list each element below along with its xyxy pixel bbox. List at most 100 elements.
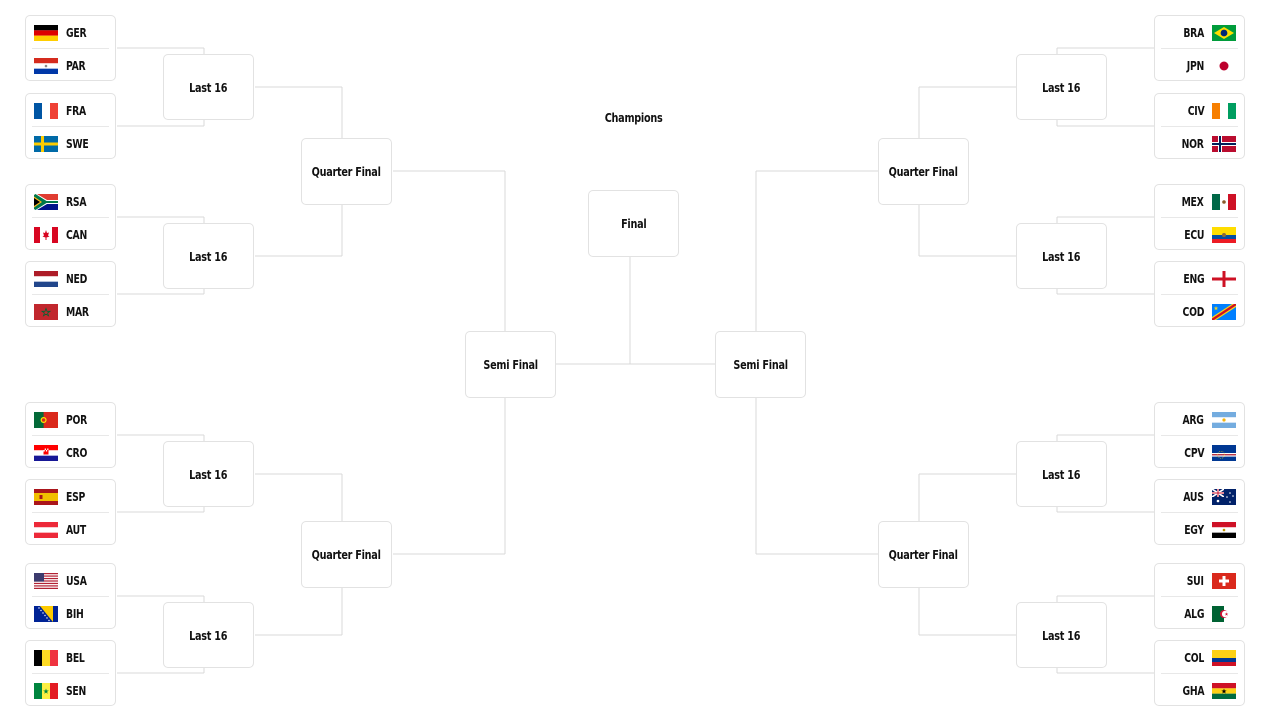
team-row[interactable]: PAR [26,49,115,82]
netherlands-flag-icon [34,270,58,287]
match-card-left-1: GER PAR [25,15,116,81]
quarter-final-right-top[interactable]: Quarter Final [878,138,969,205]
stage-label: Quarter Final [311,547,382,562]
team-row[interactable]: SUI [1155,564,1244,597]
ivory-coast-flag-icon [1212,102,1236,119]
stage-label: Quarter Final [311,164,382,179]
team-row[interactable]: CAN [26,218,115,251]
team-row[interactable]: GER [26,16,115,49]
team-row[interactable]: POR [26,403,115,436]
morocco-flag-icon [34,303,58,320]
team-row[interactable]: SEN [26,674,115,707]
team-row[interactable]: ECU [1155,218,1244,251]
team-row[interactable]: FRA [26,94,115,127]
team-divider [1161,217,1238,218]
team-row[interactable]: USA [26,564,115,597]
team-divider [32,294,109,295]
japan-flag-icon [1212,57,1236,74]
team-code: JPN [1186,58,1205,73]
team-row[interactable]: BEL [26,641,115,674]
team-divider [1161,673,1238,674]
match-card-right-6: AUS EGY [1154,479,1245,545]
team-row[interactable]: COL [1155,641,1244,674]
team-code: NOR [1181,136,1204,151]
stage-label: Semi Final [733,357,788,372]
quarter-final-left-top[interactable]: Quarter Final [301,138,392,205]
team-row[interactable]: JPN [1155,49,1244,82]
match-card-right-7: SUI ALG [1154,563,1245,629]
austria-flag-icon [34,521,58,538]
team-divider [1161,294,1238,295]
canada-flag-icon [34,226,58,243]
team-divider [1161,596,1238,597]
team-row[interactable]: MEX [1155,185,1244,218]
team-row[interactable]: BIH [26,597,115,630]
team-row[interactable]: CPV [1155,436,1244,469]
final-node[interactable]: Final [588,190,679,257]
england-flag-icon [1212,270,1236,287]
last16-left-3[interactable]: Last 16 [163,441,254,507]
australia-flag-icon [1212,488,1236,505]
match-card-left-3: RSA CAN [25,184,116,250]
team-divider [32,48,109,49]
stage-label: Last 16 [1042,627,1081,643]
team-divider [32,596,109,597]
team-row[interactable]: EGY [1155,513,1244,546]
team-row[interactable]: SWE [26,127,115,160]
team-row[interactable]: RSA [26,185,115,218]
team-row[interactable]: ALG [1155,597,1244,630]
team-code: GER [66,25,87,40]
colombia-flag-icon [1212,649,1236,666]
match-card-right-1: BRA JPN [1154,15,1245,81]
match-card-left-8: BEL SEN [25,640,116,706]
semi-final-right[interactable]: Semi Final [715,331,806,398]
team-row[interactable]: NED [26,262,115,295]
team-code: ALG [1184,606,1204,621]
team-code: BIH [66,606,84,621]
stage-label: Last 16 [189,79,228,95]
team-row[interactable]: BRA [1155,16,1244,49]
team-row[interactable]: MAR [26,295,115,328]
team-row[interactable]: CIV [1155,94,1244,127]
last16-left-4[interactable]: Last 16 [163,602,254,668]
team-code: MAR [66,304,89,319]
last16-left-1[interactable]: Last 16 [163,54,254,120]
team-code: SWE [66,136,89,151]
team-row[interactable]: ESP [26,480,115,513]
team-row[interactable]: ENG [1155,262,1244,295]
quarter-final-left-bottom[interactable]: Quarter Final [301,521,392,588]
team-code: MEX [1182,194,1204,209]
team-row[interactable]: CRO [26,436,115,469]
bosnia-flag-icon [34,605,58,622]
match-card-right-3: MEX ECU [1154,184,1245,250]
team-divider [32,673,109,674]
ecuador-flag-icon [1212,226,1236,243]
team-code: PAR [66,58,86,73]
stage-label: Last 16 [1042,248,1081,264]
stage-label: Last 16 [1042,79,1081,95]
last16-right-1[interactable]: Last 16 [1016,54,1107,120]
match-card-right-2: CIV NOR [1154,93,1245,159]
portugal-flag-icon [34,411,58,428]
team-code: EGY [1184,522,1204,537]
ghana-flag-icon [1212,682,1236,699]
stage-label: Last 16 [189,248,228,264]
team-code: COL [1184,650,1204,665]
last16-left-2[interactable]: Last 16 [163,223,254,289]
last16-right-3[interactable]: Last 16 [1016,441,1107,507]
team-row[interactable]: COD [1155,295,1244,328]
semi-final-left[interactable]: Semi Final [465,331,556,398]
team-row[interactable]: NOR [1155,127,1244,160]
team-row[interactable]: AUT [26,513,115,546]
last16-right-2[interactable]: Last 16 [1016,223,1107,289]
team-row[interactable]: AUS [1155,480,1244,513]
quarter-final-right-bottom[interactable]: Quarter Final [878,521,969,588]
stage-label: Semi Final [483,357,538,372]
team-row[interactable]: ARG [1155,403,1244,436]
team-row[interactable]: GHA [1155,674,1244,707]
stage-label: Last 16 [189,466,228,482]
team-code: SUI [1187,573,1204,588]
last16-right-4[interactable]: Last 16 [1016,602,1107,668]
match-card-left-5: POR CRO [25,402,116,468]
